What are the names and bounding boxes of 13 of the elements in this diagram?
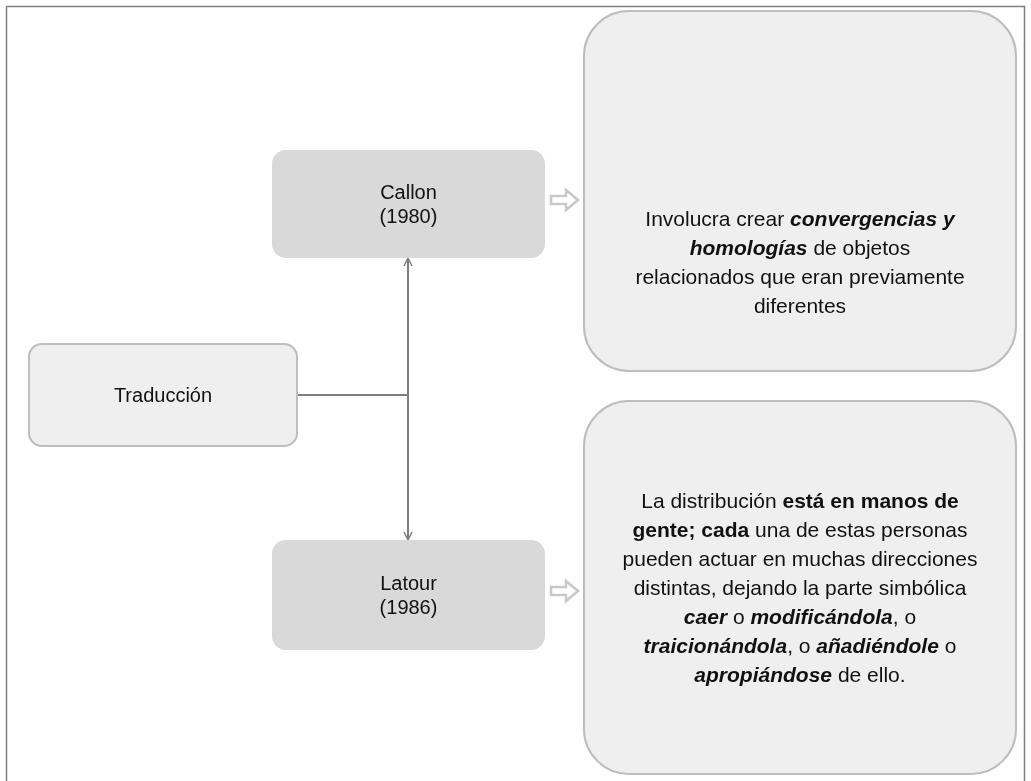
author-label: Callon (1980) (378, 180, 439, 228)
concept-label: Traducción (113, 383, 213, 407)
description-text: La distribución está en manos de gente; cada una de estas personas pueden actuar en muchas direcciones distintas, dejando la parte simbólica caer o modificándola, o traicionándola, o añadiéndole o apropiándose de ello. (621, 488, 979, 688)
author-box (272, 150, 545, 258)
description-text: Involucra crear convergencias y homologías de objetos relacionados que eran previamente diferentes (634, 206, 966, 319)
concept-box (28, 343, 298, 447)
description-box (583, 10, 1017, 372)
block-arrow (549, 578, 580, 604)
description-box (583, 400, 1017, 775)
author-box (272, 540, 545, 650)
block-arrow (549, 187, 580, 213)
author-label: Latour (1986) (378, 571, 439, 619)
connector-arrow (297, 394, 413, 541)
